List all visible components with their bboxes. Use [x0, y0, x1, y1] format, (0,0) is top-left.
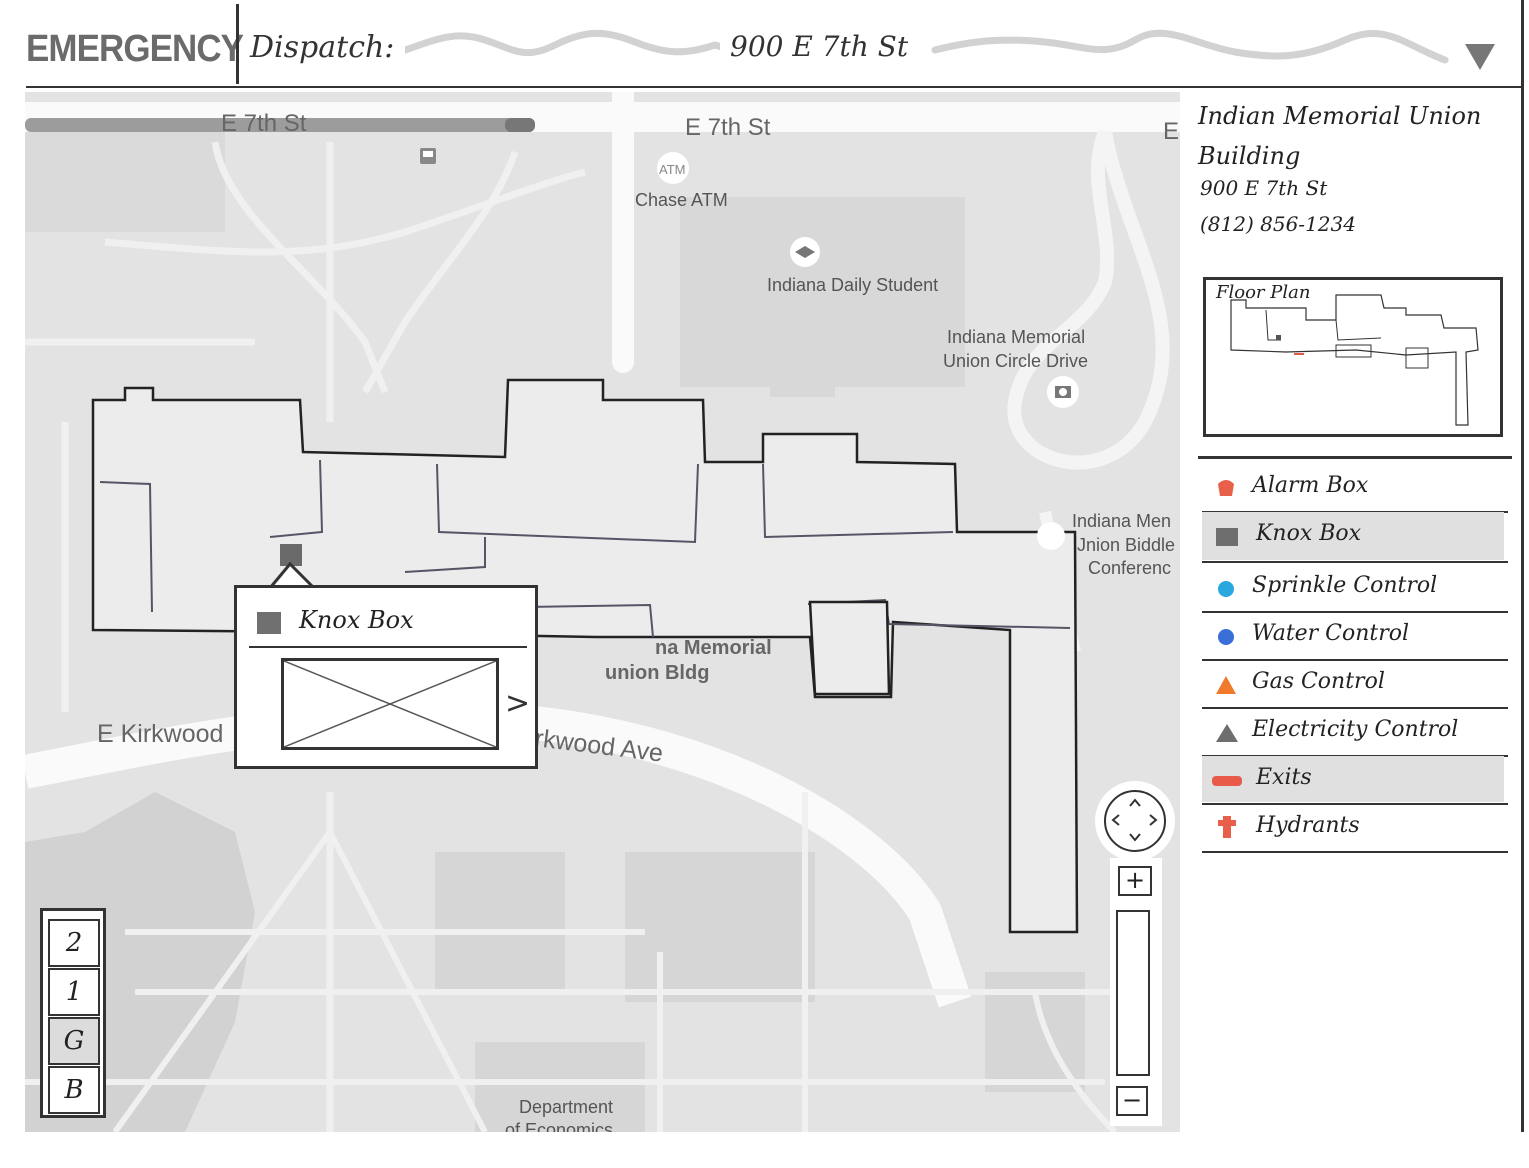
- legend-label: Sprinkle Control: [1252, 573, 1438, 598]
- floor-button-b[interactable]: B: [48, 1066, 100, 1114]
- legend-label: Water Control: [1252, 621, 1410, 646]
- legend-label: Exits: [1256, 765, 1312, 790]
- header-divider: [236, 4, 239, 84]
- app-header: EMERGENCY Dispatch: 900 E 7th St: [0, 0, 1529, 90]
- poi-union-bldg-line2[interactable]: union Bldg: [605, 662, 710, 684]
- poi-biddle-line3[interactable]: Conferenc: [1088, 558, 1172, 578]
- legend-label: Alarm Box: [1252, 473, 1369, 498]
- pan-arrows-icon: [1104, 790, 1166, 852]
- zoom-control: + −: [1110, 858, 1162, 1126]
- zoom-slider-track[interactable]: [1116, 910, 1150, 1076]
- header-rule: [26, 86, 1521, 88]
- map-view[interactable]: E 7th St E 7th St E E Kirkwood rkwood Av…: [25, 92, 1180, 1132]
- popup-image-placeholder: [281, 658, 499, 750]
- street-label-kirkwood-left: E Kirkwood: [97, 720, 224, 748]
- knox-box-popup[interactable]: Knox Box >: [234, 585, 538, 769]
- building-phone[interactable]: (812) 856-1234: [1200, 212, 1356, 236]
- legend-item-knox-box[interactable]: Knox Box: [1202, 512, 1508, 563]
- building-name: Indian Memorial Union Building: [1198, 102, 1482, 170]
- popup-tail: [268, 561, 316, 590]
- knox-box-marker: [280, 544, 302, 566]
- water-control-icon: [1218, 629, 1234, 645]
- poi-chase-atm[interactable]: Chase ATM: [635, 190, 728, 210]
- popup-title: Knox Box: [299, 606, 414, 634]
- right-panel-border: [1521, 0, 1524, 1132]
- knox-box-icon: [257, 612, 281, 634]
- legend-item-water-control[interactable]: Water Control: [1202, 612, 1508, 661]
- legend-item-exits[interactable]: Exits: [1202, 756, 1508, 805]
- building-address: 900 E 7th St: [1200, 176, 1328, 200]
- legend-item-electricity-control[interactable]: Electricity Control: [1202, 708, 1508, 757]
- legend-top-rule: [1198, 456, 1512, 459]
- map-base: [25, 92, 1180, 1132]
- floor-plan-label: Floor Plan: [1216, 282, 1311, 303]
- poi-biddle-line1[interactable]: Indiana Men: [1072, 511, 1172, 531]
- legend-item-hydrants[interactable]: Hydrants: [1202, 804, 1508, 853]
- knox-box-icon: [1216, 528, 1238, 546]
- legend-label: Knox Box: [1256, 521, 1362, 546]
- street-label-e7th-right: E: [1163, 118, 1180, 145]
- alarm-box-icon: [1218, 480, 1234, 496]
- poi-circle-drive-line1[interactable]: Indiana Memorial: [947, 327, 1086, 347]
- poi-union-bldg-line1[interactable]: na Memorial: [655, 637, 772, 659]
- hydrants-icon: [1218, 816, 1236, 838]
- street-label-e7th-left: E 7th St: [221, 110, 307, 137]
- atm-badge: ATM: [659, 162, 686, 177]
- dropdown-arrow-icon[interactable]: [1463, 40, 1497, 72]
- poi-econ-line1[interactable]: Department: [519, 1097, 614, 1117]
- gas-control-icon: [1216, 676, 1236, 694]
- exits-icon: [1212, 776, 1242, 786]
- poi-circle-drive-line2[interactable]: Union Circle Drive: [943, 351, 1089, 371]
- zoom-out-button[interactable]: −: [1116, 1086, 1148, 1116]
- floor-plan-sketch: [1230, 294, 1479, 426]
- poi-indiana-daily-student[interactable]: Indiana Daily Student: [767, 275, 939, 295]
- electricity-control-icon: [1216, 724, 1238, 742]
- street-label-e7th-center: E 7th St: [685, 114, 771, 141]
- legend-item-gas-control[interactable]: Gas Control: [1202, 660, 1508, 709]
- floor-button-g[interactable]: G: [48, 1017, 100, 1065]
- floor-selector: 2 1 G B: [40, 908, 106, 1118]
- poi-econ-line2[interactable]: of Economics: [505, 1120, 614, 1132]
- legend-label: Gas Control: [1252, 669, 1385, 694]
- poi-biddle-line2[interactable]: Jnion Biddle: [1077, 535, 1176, 555]
- floor-plan-thumbnail[interactable]: Floor Plan: [1203, 277, 1503, 437]
- zoom-in-button[interactable]: +: [1118, 866, 1152, 896]
- dispatch-address-field[interactable]: [401, 20, 1455, 80]
- legend-item-alarm-box[interactable]: Alarm Box: [1202, 464, 1508, 513]
- floor-button-1[interactable]: 1: [48, 968, 100, 1016]
- popup-divider: [249, 646, 527, 648]
- sprinkle-control-icon: [1218, 581, 1234, 597]
- pan-control[interactable]: [1095, 781, 1175, 861]
- floor-button-2[interactable]: 2: [48, 919, 100, 967]
- popup-next-button[interactable]: >: [505, 686, 531, 721]
- legend-label: Hydrants: [1256, 813, 1360, 838]
- dispatch-address-value: 900 E 7th St: [720, 30, 919, 63]
- dispatch-field-squiggle: [401, 29, 1449, 64]
- dispatch-label: Dispatch:: [250, 30, 395, 65]
- legend-item-sprinkle-control[interactable]: Sprinkle Control: [1202, 564, 1508, 613]
- app-brand: EMERGENCY: [26, 28, 244, 70]
- legend-label: Electricity Control: [1252, 717, 1459, 742]
